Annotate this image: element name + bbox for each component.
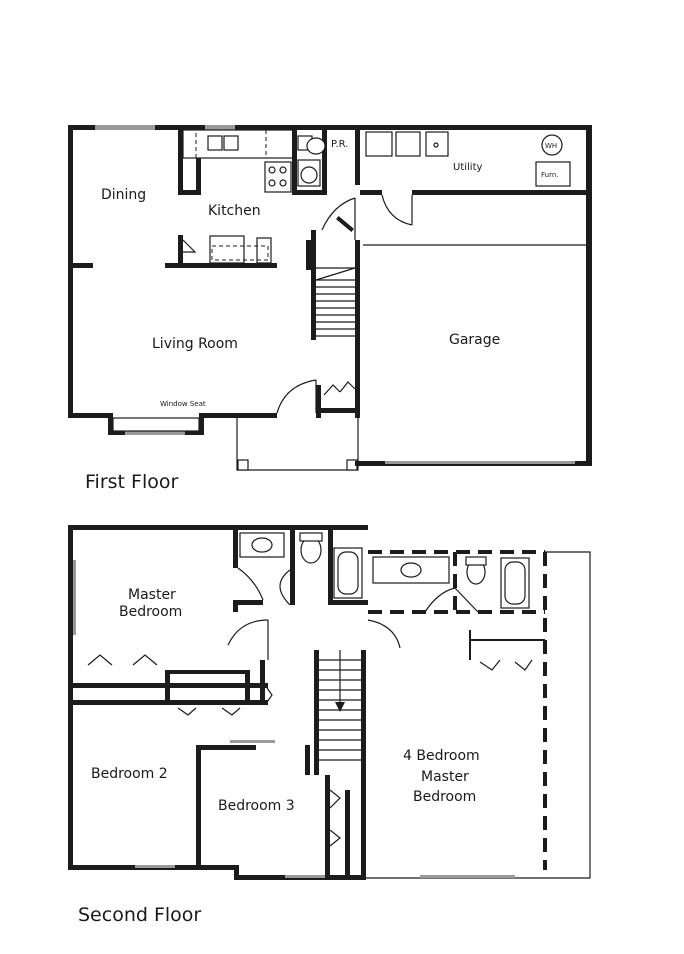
first-floor-plan [68,125,592,471]
four-bedroom-label-line3: Bedroom [413,789,476,805]
window-seat-label: Window Seat [160,400,206,408]
second-floor-plan [68,525,591,880]
living-room-label: Living Room [152,336,238,352]
furnace-label: Furn. [541,171,559,179]
kitchen-label: Kitchen [208,203,261,219]
second-floor-title: Second Floor [78,904,201,926]
master-bedroom-label-line1: Master [128,587,176,603]
four-bedroom-label-line1: 4 Bedroom [403,748,480,764]
water-heater-label: WH [545,142,557,150]
master-bedroom-label-line2: Bedroom [119,604,182,620]
powder-room-label: P.R. [331,139,348,150]
dining-label: Dining [101,187,146,203]
garage-label: Garage [449,332,500,348]
utility-label: Utility [453,162,482,173]
first-floor-title: First Floor [85,471,178,493]
four-bedroom-label-line2: Master [421,769,469,785]
bedroom-2-label: Bedroom 2 [91,766,168,782]
bedroom-3-label: Bedroom 3 [218,798,295,814]
